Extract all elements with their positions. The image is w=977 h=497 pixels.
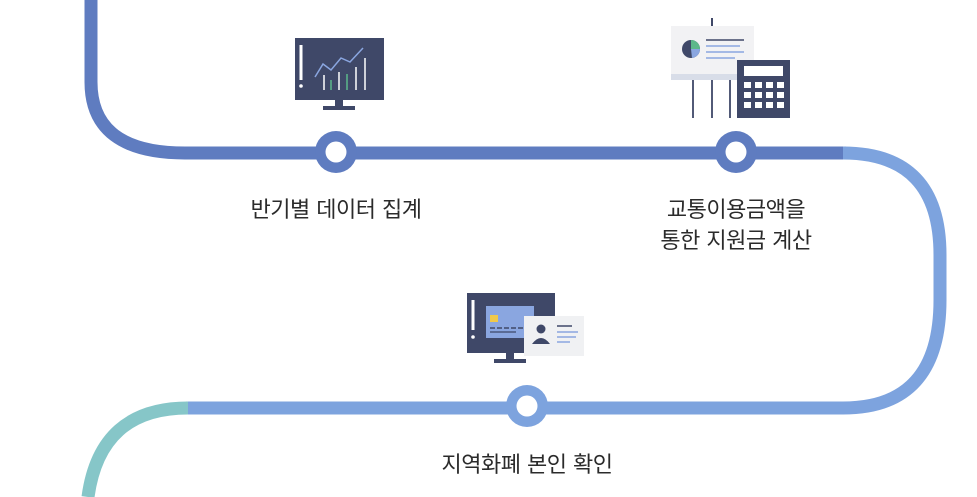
step-1-label: 반기별 데이터 집계: [196, 195, 476, 226]
step-node-3: [506, 385, 548, 427]
chart-monitor-icon: [295, 38, 384, 110]
step-1-label-line-1: 반기별 데이터 집계: [250, 198, 422, 223]
presentation-calculator-icon: [671, 18, 790, 118]
step-3-label-line-1: 지역화폐 본인 확인: [441, 453, 613, 478]
step-node-2: [715, 131, 757, 173]
id-card-monitor-icon: [467, 293, 584, 363]
step-node-1: [315, 131, 357, 173]
step-2-label-line-1: 교통이용금액을: [666, 198, 806, 223]
step-2-label-line-2: 통한 지원금 계산: [660, 229, 812, 254]
step-3-label: 지역화폐 본인 확인: [387, 450, 667, 481]
path-segment-bottom-curve: [81, 401, 189, 497]
path-segment-top-curve: [84, 0, 846, 160]
step-2-label: 교통이용금액을 통한 지원금 계산: [596, 195, 876, 257]
path-segment-right-curve: [186, 146, 947, 415]
